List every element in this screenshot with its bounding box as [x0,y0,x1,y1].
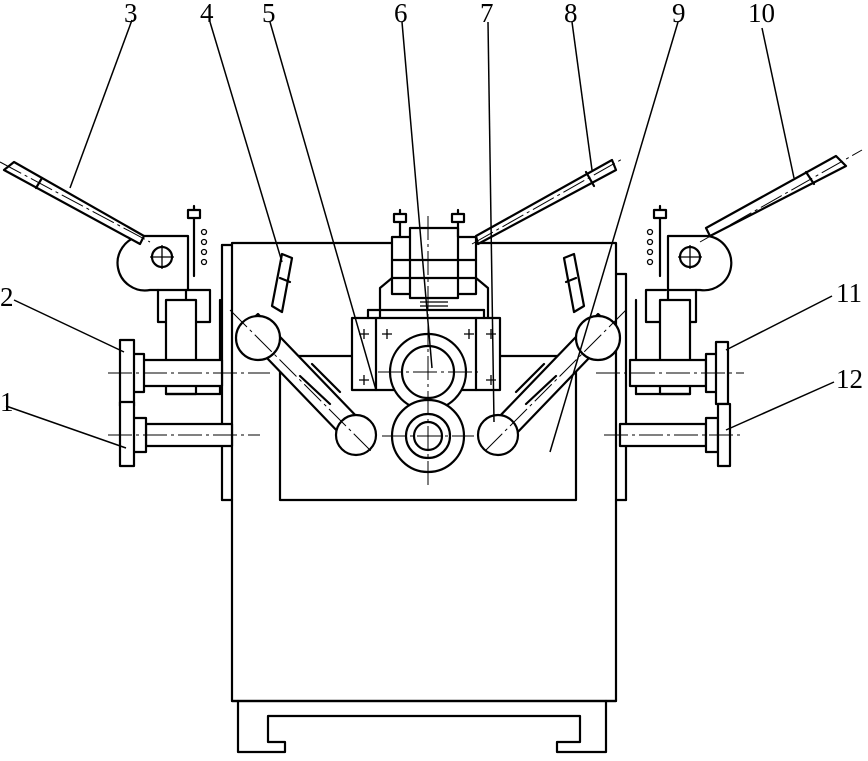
left-guide-arm [229,252,378,457]
center-roll-assembly [350,208,502,486]
part-labels: 1 2 3 4 5 6 7 8 9 10 11 12 [0,0,863,417]
part-label-4: 4 [200,0,214,28]
part-label-7: 7 [480,0,494,28]
part-label-6: 6 [394,0,408,28]
part-label-12: 12 [836,364,863,394]
part-label-8: 8 [564,0,578,28]
part-label-9: 9 [672,0,686,28]
left-side-mechanism [0,160,270,468]
part-label-2: 2 [0,282,14,312]
machine-base [230,699,618,754]
part-label-3: 3 [124,0,138,28]
part-label-1: 1 [0,387,14,417]
right-side-mechanism [596,149,863,468]
part-label-11: 11 [836,278,862,308]
part-label-5: 5 [262,0,276,28]
part-label-10: 10 [748,0,775,28]
right-guide-arm [476,252,627,457]
leader-lines [5,19,835,453]
center-handle [471,157,625,246]
